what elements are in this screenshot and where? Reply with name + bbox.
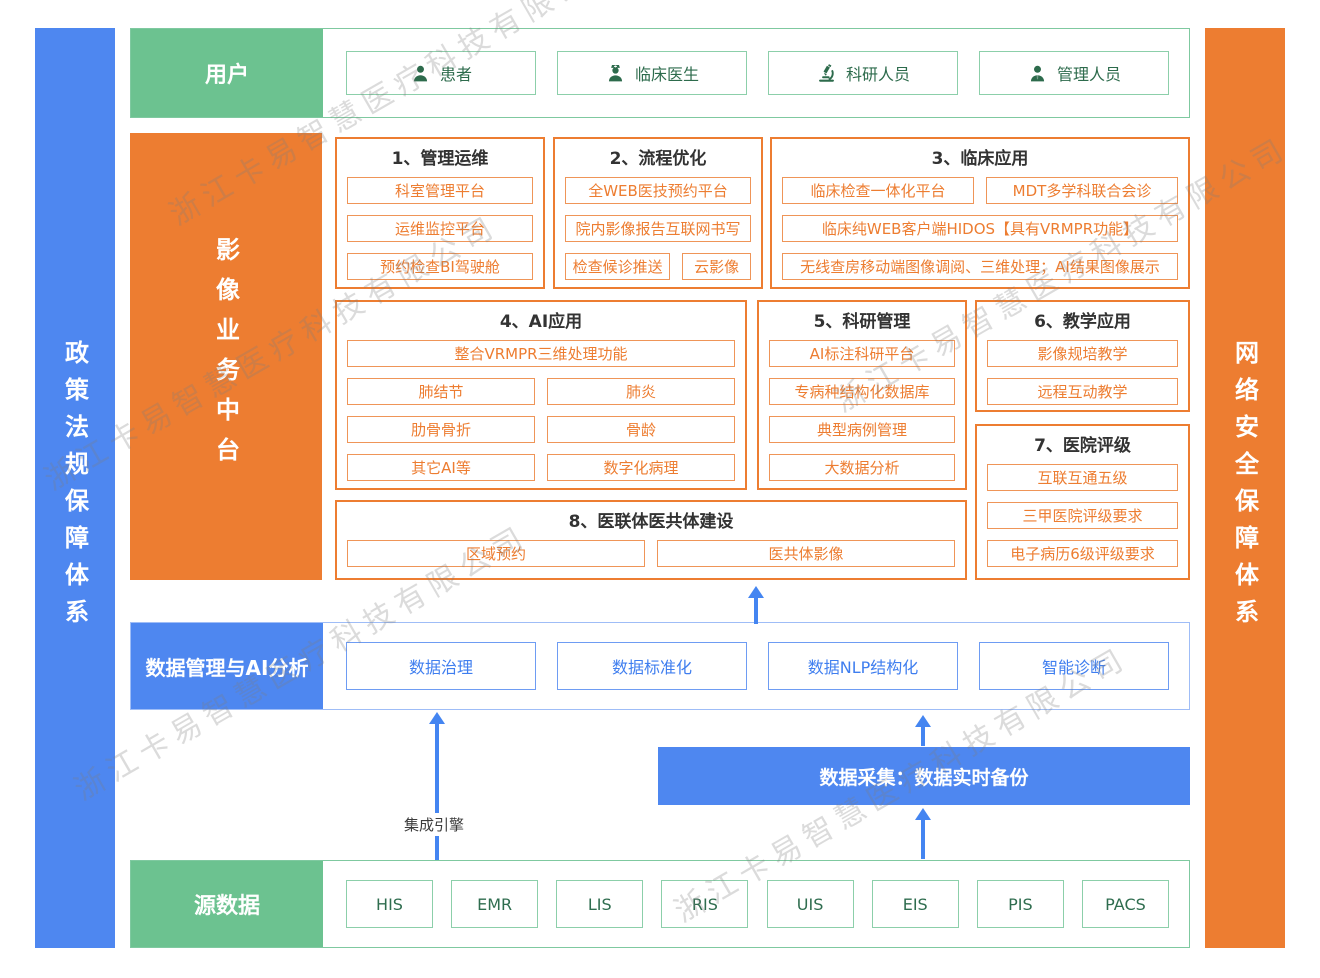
user-item-label: 患者 bbox=[439, 65, 472, 84]
platform-item: MDT多学科联合会诊 bbox=[986, 177, 1178, 204]
patient-icon bbox=[413, 65, 428, 81]
section-title: 7、医院评级 bbox=[1034, 436, 1131, 456]
user-item-label: 科研人员 bbox=[845, 65, 910, 84]
arrow-collection-to-data-row bbox=[914, 715, 931, 746]
users-row: 用户 患者 临床医生 科研人员 管理人员 bbox=[130, 28, 1190, 118]
source-item: UIS bbox=[766, 880, 854, 928]
user-item-label: 管理人员 bbox=[1056, 65, 1121, 84]
data-management-label: 数据管理与AI分析 bbox=[131, 623, 323, 709]
platform-item: 其它AI等 bbox=[347, 454, 535, 481]
data-item: 智能诊断 bbox=[979, 642, 1169, 690]
network-security-label: 网络安全保障体系 bbox=[1230, 340, 1259, 636]
platform-item: 电子病历6级评级要求 bbox=[987, 540, 1178, 567]
section-management-ops: 1、管理运维 科室管理平台 运维监控平台 预约检查BI驾驶舱 bbox=[335, 137, 545, 289]
data-management-row: 数据管理与AI分析 数据治理 数据标准化 数据NLP结构化 智能诊断 bbox=[130, 622, 1190, 710]
source-item: EIS bbox=[871, 880, 959, 928]
integration-engine-label: 集成引擎 bbox=[399, 813, 470, 836]
section-title: 4、AI应用 bbox=[499, 312, 583, 332]
platform-item: 大数据分析 bbox=[769, 454, 955, 481]
platform-item: 远程互动教学 bbox=[987, 378, 1178, 405]
platform-item: 骨龄 bbox=[547, 416, 735, 443]
source-item: HIS bbox=[346, 880, 433, 928]
platform-item: 检查候诊推送 bbox=[565, 253, 671, 280]
doctor-icon bbox=[608, 64, 623, 81]
data-management-items: 数据治理 数据标准化 数据NLP结构化 智能诊断 bbox=[323, 623, 1189, 709]
source-item: PACS bbox=[1081, 880, 1169, 928]
section-title: 5、科研管理 bbox=[813, 312, 911, 332]
platform-item: 互联互通五级 bbox=[987, 464, 1178, 491]
section-clinical-application: 3、临床应用 临床检查一体化平台 MDT多学科联合会诊 临床纯WEB客户端HID… bbox=[770, 137, 1190, 289]
section-teaching-application: 6、教学应用 影像规培教学 远程互动教学 bbox=[975, 300, 1190, 412]
section-research-management: 5、科研管理 AI标注科研平台 专病种结构化数据库 典型病例管理 大数据分析 bbox=[757, 300, 967, 490]
platform-item: 数字化病理 bbox=[547, 454, 735, 481]
admin-icon bbox=[1030, 65, 1045, 81]
source-item: PIS bbox=[976, 880, 1064, 928]
microscope-icon bbox=[819, 63, 834, 82]
platform-item: 预约检查BI驾驶舱 bbox=[347, 253, 533, 280]
section-title: 6、教学应用 bbox=[1034, 312, 1131, 332]
user-item-clinician: 临床医生 bbox=[557, 51, 747, 95]
source-item: EMR bbox=[451, 880, 539, 928]
platform-item: 专病种结构化数据库 bbox=[769, 378, 955, 405]
data-item: 数据治理 bbox=[346, 642, 536, 690]
section-ai-application: 4、AI应用 整合VRMPR三维处理功能 肺结节 肺炎 肋骨骨折 骨龄 其它AI… bbox=[335, 300, 747, 490]
arrow-integration-engine bbox=[428, 712, 445, 860]
users-row-items: 患者 临床医生 科研人员 管理人员 bbox=[323, 29, 1189, 117]
platform-item: 临床纯WEB客户端HIDOS【具有VRMPR功能】 bbox=[782, 215, 1178, 242]
source-data-label: 源数据 bbox=[131, 861, 323, 947]
source-item: LIS bbox=[556, 880, 644, 928]
network-security-bar: 网络安全保障体系 bbox=[1205, 28, 1285, 948]
section-medical-alliance: 8、医联体医共体建设 区域预约 医共体影像 bbox=[335, 500, 967, 580]
platform-item: 科室管理平台 bbox=[347, 177, 533, 204]
user-item-researcher: 科研人员 bbox=[768, 51, 958, 95]
platform-item: 无线查房移动端图像调阅、三维处理；AI结果图像展示 bbox=[782, 253, 1178, 280]
platform-item: 肋骨骨折 bbox=[347, 416, 535, 443]
platform-item: 医共体影像 bbox=[657, 540, 955, 567]
platform-item: 影像规培教学 bbox=[987, 340, 1178, 367]
data-item: 数据标准化 bbox=[557, 642, 747, 690]
imaging-platform-label: 影像业务中台 bbox=[211, 236, 240, 477]
platform-item: 云影像 bbox=[682, 253, 751, 280]
platform-item: 院内影像报告互联网书写 bbox=[565, 215, 751, 242]
platform-item: 肺结节 bbox=[347, 378, 535, 405]
arrow-up-to-platform bbox=[747, 586, 764, 624]
user-item-patient: 患者 bbox=[346, 51, 536, 95]
policy-regulation-label: 政策法规保障体系 bbox=[60, 340, 89, 636]
section-title: 8、医联体医共体建设 bbox=[568, 512, 734, 532]
users-row-label: 用户 bbox=[131, 29, 323, 117]
platform-item: 运维监控平台 bbox=[347, 215, 533, 242]
source-data-row: 源数据 HIS EMR LIS RIS UIS EIS PIS PACS bbox=[130, 860, 1190, 948]
user-item-label: 临床医生 bbox=[634, 65, 699, 84]
platform-item: 临床检查一体化平台 bbox=[782, 177, 974, 204]
section-hospital-rating: 7、医院评级 互联互通五级 三甲医院评级要求 电子病历6级评级要求 bbox=[975, 424, 1190, 580]
policy-regulation-bar: 政策法规保障体系 bbox=[35, 28, 115, 948]
source-item: RIS bbox=[661, 880, 749, 928]
platform-item: 整合VRMPR三维处理功能 bbox=[347, 340, 735, 367]
arrow-source-to-collection bbox=[914, 808, 931, 859]
data-collection-box: 数据采集：数据实时备份 bbox=[658, 747, 1190, 805]
section-title: 1、管理运维 bbox=[391, 149, 489, 169]
imaging-platform-label-box: 影像业务中台 bbox=[130, 133, 322, 580]
data-item: 数据NLP结构化 bbox=[768, 642, 958, 690]
platform-item: 全WEB医技预约平台 bbox=[565, 177, 751, 204]
section-process-optimization: 2、流程优化 全WEB医技预约平台 院内影像报告互联网书写 检查候诊推送 云影像 bbox=[553, 137, 763, 289]
user-item-administrator: 管理人员 bbox=[979, 51, 1169, 95]
platform-item: 典型病例管理 bbox=[769, 416, 955, 443]
section-title: 3、临床应用 bbox=[931, 149, 1029, 169]
platform-item: AI标注科研平台 bbox=[769, 340, 955, 367]
source-data-items: HIS EMR LIS RIS UIS EIS PIS PACS bbox=[323, 861, 1189, 947]
platform-item: 区域预约 bbox=[347, 540, 645, 567]
platform-item: 肺炎 bbox=[547, 378, 735, 405]
section-title: 2、流程优化 bbox=[609, 149, 707, 169]
platform-item: 三甲医院评级要求 bbox=[987, 502, 1178, 529]
